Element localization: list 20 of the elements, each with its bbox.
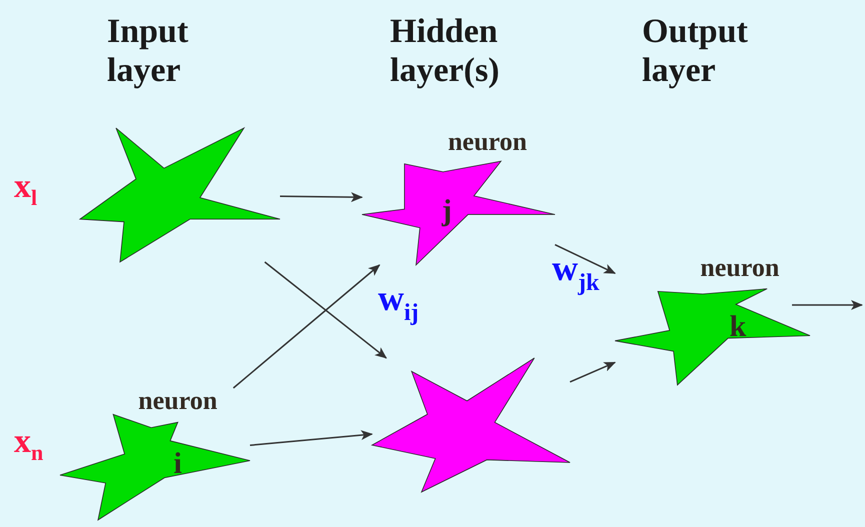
layer-heading: Input layer — [107, 12, 190, 90]
arrow — [232, 264, 380, 389]
layer-heading: Hidden layer(s) — [390, 12, 501, 90]
weight-label: w$_{jk}$ — [552, 248, 600, 298]
input-variable: x$_{n}$ — [14, 425, 44, 464]
arrow — [280, 192, 363, 202]
arrow — [792, 300, 863, 310]
node-title: neuron — [700, 255, 780, 281]
arrow — [250, 430, 373, 446]
node-index: i — [174, 448, 182, 479]
node-title: neuron — [448, 129, 527, 156]
input-variable: x$_{l}$ — [14, 170, 38, 209]
node-index: k — [730, 312, 746, 342]
weight-label: w$_{ij}$ — [378, 278, 420, 328]
arrow — [554, 244, 616, 274]
arrow — [264, 261, 388, 359]
layer-heading: Output layer — [642, 12, 749, 90]
node-index: j — [442, 196, 452, 226]
arrow — [570, 362, 616, 383]
node-title: neuron — [138, 388, 218, 414]
